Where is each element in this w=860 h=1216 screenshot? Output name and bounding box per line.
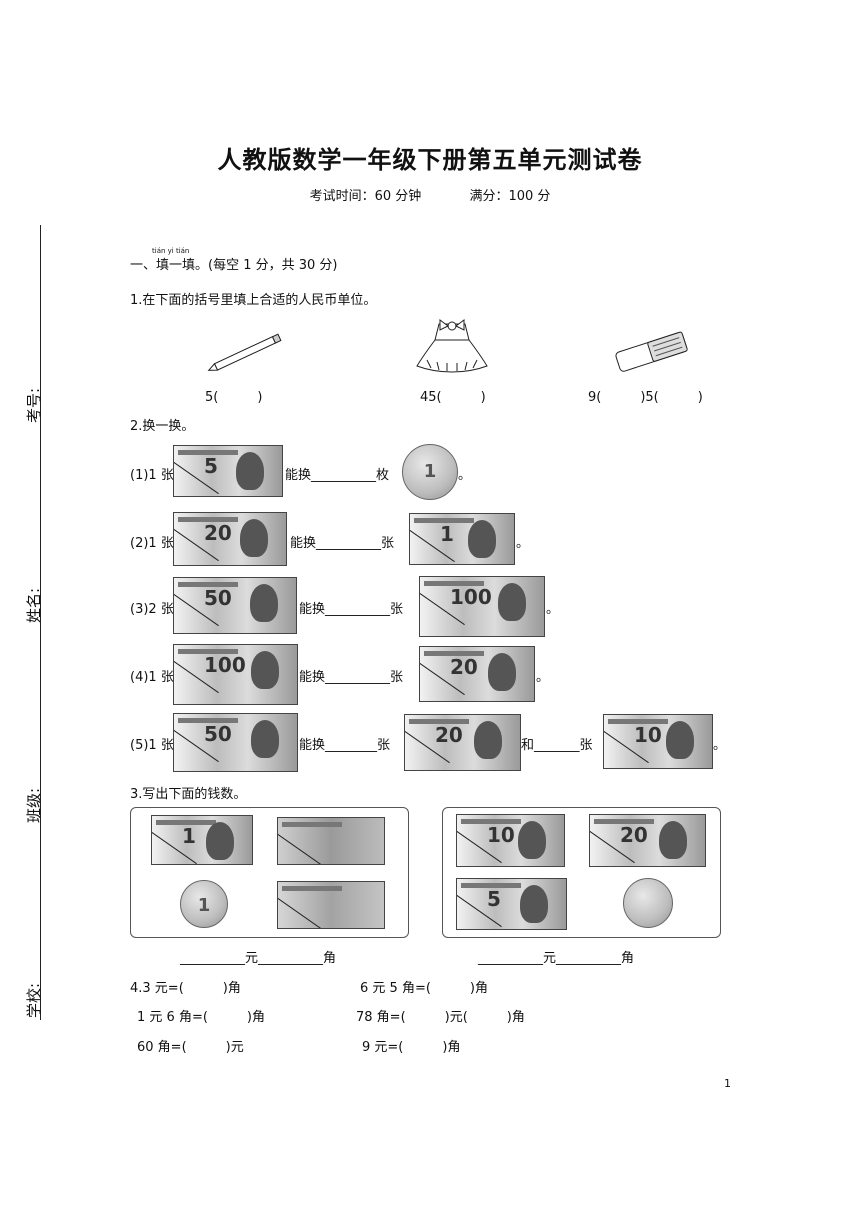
side-label-school: 学校: bbox=[25, 982, 44, 1019]
coin-image: 1 bbox=[180, 880, 228, 928]
banknote-image: 20 bbox=[173, 512, 287, 566]
section-heading: 一、填一填。(每空 1 分，共 30 分) bbox=[130, 258, 338, 273]
q2-row-prefix: (3)2 张 bbox=[130, 602, 174, 617]
q2-row-text: 能换__________张 bbox=[290, 536, 395, 551]
binding-line bbox=[40, 620, 41, 820]
money-box-right bbox=[442, 807, 721, 938]
q2-row-end: 。 bbox=[536, 670, 550, 685]
q4-item: 1 元 6 角=( )角 bbox=[137, 1010, 265, 1025]
side-label-class: 班级: bbox=[25, 787, 44, 824]
q2-row-text: 能换________张 bbox=[299, 738, 391, 753]
banknote-image: 100 bbox=[419, 576, 545, 637]
skirt-icon bbox=[416, 319, 488, 373]
side-label-exam-number: 考号: bbox=[25, 387, 44, 424]
banknote-image: 20 bbox=[419, 646, 535, 702]
pinyin-annotation: tián yi tián bbox=[152, 247, 190, 255]
q2-row-prefix: (5)1 张 bbox=[130, 738, 174, 753]
page-title: 人教版数学一年级下册第五单元测试卷 bbox=[217, 146, 643, 174]
q2-row-end: 。 bbox=[546, 602, 560, 617]
q2-row-text: 能换__________枚 bbox=[285, 468, 390, 483]
banknote-image: 1 bbox=[151, 815, 253, 865]
q4-item: 6 元 5 角=( )角 bbox=[360, 981, 488, 996]
q3-answer-left: __________元__________角 bbox=[180, 951, 337, 966]
banknote-image: 20 bbox=[404, 714, 521, 771]
banknote-image: 100 bbox=[173, 644, 298, 705]
q1-item-pencil: 5( ) bbox=[205, 390, 263, 405]
banknote-image: 5 bbox=[456, 878, 567, 930]
page-number: 1 bbox=[724, 1077, 731, 1090]
q2-row-prefix: (2)1 张 bbox=[130, 536, 174, 551]
pencil-icon bbox=[207, 333, 282, 371]
q2-row-text: 能换__________张 bbox=[299, 602, 404, 617]
exam-time: 考试时间：60 分钟 bbox=[309, 189, 422, 204]
banknote-image: 50 bbox=[173, 577, 297, 634]
q4-item: 78 角=( )元( )角 bbox=[356, 1010, 525, 1025]
banknote-image: 1 bbox=[409, 513, 515, 565]
banknote-image: 50 bbox=[173, 713, 298, 772]
exam-score: 满分：100 分 bbox=[469, 189, 551, 204]
binding-line bbox=[40, 225, 41, 420]
coin-image bbox=[623, 878, 673, 928]
eraser-icon bbox=[615, 331, 688, 372]
q4-item: 4.3 元=( )角 bbox=[130, 981, 241, 996]
coin-image: 1 bbox=[402, 444, 458, 500]
old-banknote-image bbox=[277, 817, 385, 865]
banknote-image: 20 bbox=[589, 814, 706, 867]
binding-line bbox=[40, 420, 41, 620]
q1-item-skirt: 45( ) bbox=[420, 390, 486, 405]
side-label-name: 姓名: bbox=[25, 587, 44, 624]
q3-answer-right: __________元__________角 bbox=[478, 951, 635, 966]
q2-row-end: 。 bbox=[516, 536, 530, 551]
question-1-prompt: 1.在下面的括号里填上合适的人民币单位。 bbox=[130, 293, 377, 308]
binding-line bbox=[40, 820, 41, 1020]
exam-info: 考试时间：60 分钟 满分：100 分 bbox=[0, 185, 860, 204]
q2-row-end: 。 bbox=[458, 468, 472, 483]
banknote-image: 10 bbox=[456, 814, 565, 867]
q4-item: 9 元=( )角 bbox=[362, 1040, 461, 1055]
banknote-image: 5 bbox=[173, 445, 283, 497]
q2-row-text: 能换__________张 bbox=[299, 670, 404, 685]
q2-row-end: 。 bbox=[713, 738, 727, 753]
question-3-prompt: 3.写出下面的钱数。 bbox=[130, 787, 247, 802]
old-banknote-image bbox=[277, 881, 385, 929]
banknote-image: 10 bbox=[603, 714, 713, 769]
q2-row-prefix: (1)1 张 bbox=[130, 468, 174, 483]
q2-row-text: 和_______张 bbox=[521, 738, 593, 753]
question-2-prompt: 2.换一换。 bbox=[130, 419, 195, 434]
q2-row-prefix: (4)1 张 bbox=[130, 670, 174, 685]
money-box-left bbox=[130, 807, 409, 938]
q4-item: 60 角=( )元 bbox=[137, 1040, 244, 1055]
q1-item-eraser: 9( )5( ) bbox=[588, 390, 703, 405]
